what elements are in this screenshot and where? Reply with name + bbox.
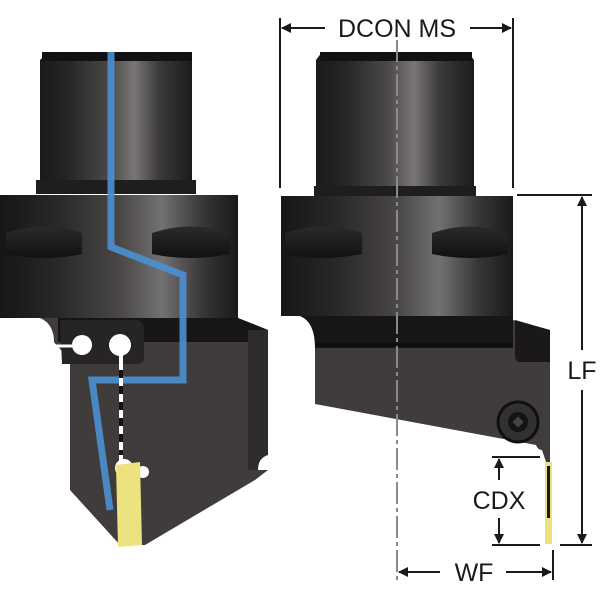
right-clamp-screw-torx <box>512 416 524 428</box>
left-coupling-bottom-band <box>36 180 196 194</box>
dimensions <box>279 18 592 580</box>
right-coupling-bottom-band <box>314 186 476 196</box>
left-coupling-cylinder <box>40 52 192 185</box>
right-blade-tip <box>542 450 550 462</box>
left-hole-1 <box>72 335 92 355</box>
right-view <box>281 40 552 582</box>
right-coupling-cylinder <box>316 52 474 190</box>
lf-label: LF <box>567 357 596 385</box>
left-flange-slot-left <box>6 226 82 258</box>
cdx-label: CDX <box>473 487 526 515</box>
left-hole-2 <box>109 334 131 356</box>
right-blade-step <box>515 320 550 362</box>
right-flange-slot-right <box>432 226 508 258</box>
left-blade-notch <box>258 455 268 470</box>
left-insert <box>116 462 142 547</box>
right-blade-holder <box>300 316 550 450</box>
right-insert-dark-core <box>547 466 550 518</box>
left-blade-side-shade <box>248 330 268 470</box>
left-coolant-channel <box>87 52 187 511</box>
left-coupling-top-rim <box>42 52 192 61</box>
left-view <box>0 52 268 547</box>
right-blade-holder-dark-band <box>300 316 513 348</box>
wf-label: WF <box>455 559 494 587</box>
right-flange-slot-left <box>285 226 362 258</box>
dcon-ms-label: DCON MS <box>338 15 456 43</box>
left-cutout <box>0 318 54 360</box>
right-blade-groove <box>315 343 513 347</box>
left-flange <box>0 195 238 318</box>
left-flange-slot-right <box>152 226 230 258</box>
left-blade-holder <box>40 318 268 545</box>
